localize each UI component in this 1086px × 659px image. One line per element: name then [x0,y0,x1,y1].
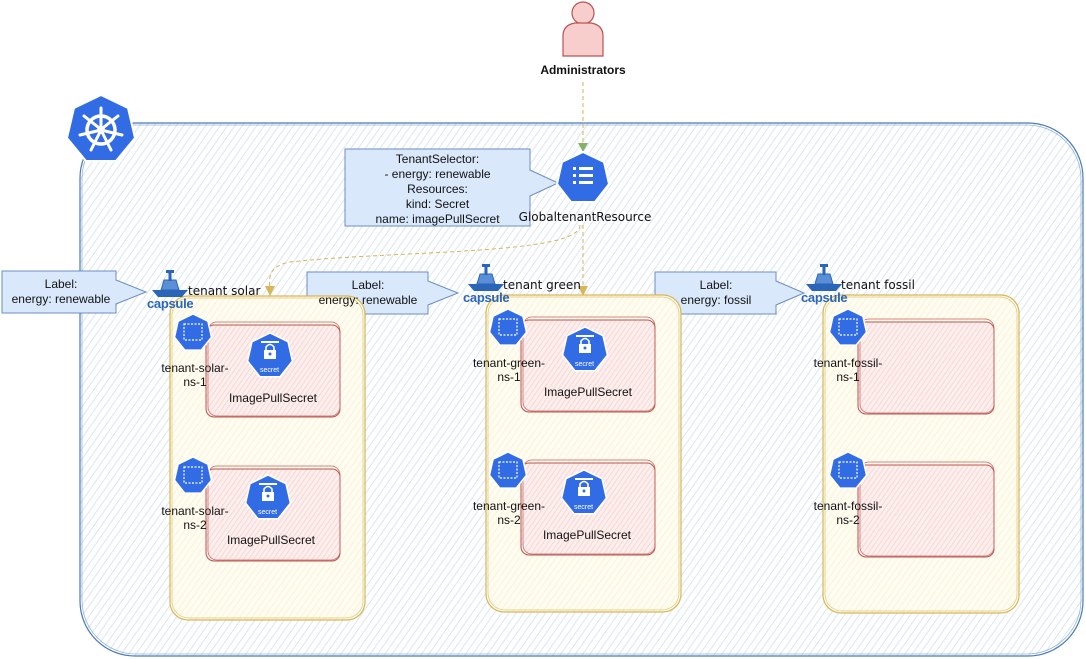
namespace-label: tenant-solar-ns-2 [161,504,229,532]
global-resource-icon [555,150,611,203]
fossil-label-text: Label: energy: fossil [655,278,777,308]
namespace-icon [173,313,213,351]
secret-name-label: ImagePullSecret [228,391,318,405]
global-to-green-arrow [578,225,588,296]
capsule-icon [152,270,188,297]
namespace-label: tenant-green-ns-2 [472,499,546,527]
admin-to-global-arrow [578,82,588,152]
secret-icon [561,326,609,372]
label-line: Label: [351,278,385,292]
tenant-name: tenant fossil [841,278,915,292]
tenant-name: tenant solar [188,284,261,298]
capsule-icon [806,264,842,291]
label-line: energy: renewable [11,292,111,306]
label-line: Label: [44,277,78,291]
namespace-icon [488,451,528,489]
namespace-icon [828,308,868,346]
callout-line: Resources: [407,182,468,196]
administrator-icon [562,1,604,57]
global-resource-callout [344,148,560,227]
namespace-label: tenant-fossil-ns-1 [813,356,883,384]
callout-line: name: imagePullSecret [375,212,500,226]
callout-line: kind: Secret [405,197,470,211]
secret-icon [244,474,292,520]
namespace-icon [173,456,213,494]
capsule-icon [468,264,504,291]
secret-icon-text: secret [575,361,595,368]
global-resource-label: GlobaltenantResource [518,210,652,224]
namespace-label: tenant-fossil-ns-2 [813,499,883,527]
ns-box-fossil-1 [857,318,995,415]
green-label-text: Label: energy: renewable [307,278,429,308]
secret-icon-text: secret [258,509,278,516]
capsule-logo-text: capsule [801,290,848,305]
ns-box-fossil-2 [857,461,995,558]
secret-icon-text: secret [574,504,594,511]
global-resource-callout-text: TenantSelector: - energy: renewable Reso… [345,152,530,227]
callout-line: - energy: renewable [384,167,491,181]
administrator-label: Administrators [540,63,626,77]
namespace-label: tenant-green-ns-1 [472,356,546,384]
label-line: energy: fossil [680,293,752,307]
solar-label-callout [1,270,148,314]
namespace-label: tenant-solar-ns-1 [161,361,229,389]
tenant-name: tenant green [503,278,581,292]
secret-name-label: ImagePullSecret [542,528,632,542]
secret-name-label: ImagePullSecret [226,533,316,547]
callout-line: TenantSelector: [395,152,480,166]
global-to-solar-arrow [265,224,581,296]
label-line: Label: [699,278,733,292]
namespace-icon [488,308,528,346]
secret-icon [560,469,608,515]
capsule-logo-text: capsule [463,290,510,305]
label-line: energy: renewable [318,293,418,307]
secret-icon-text: secret [260,367,280,374]
namespace-icon [828,451,868,489]
kubernetes-icon [65,93,137,162]
solar-label-text: Label: energy: renewable [2,277,120,307]
secret-icon [246,332,294,378]
secret-name-label: ImagePullSecret [543,385,633,399]
capsule-logo-text: capsule [147,296,194,311]
